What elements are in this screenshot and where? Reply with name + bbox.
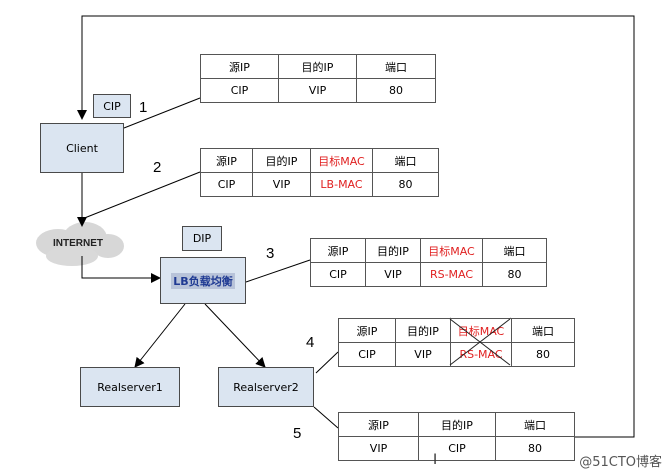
table-header-row: 源IP 目的IP 目标MAC 端口 xyxy=(310,238,547,263)
value-src-ip: CIP xyxy=(200,172,253,197)
step5-connector xyxy=(313,406,339,429)
header-dst-mac: 目标MAC xyxy=(310,148,373,173)
header-dst-ip: 目的IP xyxy=(252,148,311,173)
step-number-2: 2 xyxy=(153,159,162,176)
lb-to-rs2-arrow xyxy=(204,303,266,368)
header-src-ip: 源IP xyxy=(200,148,253,173)
packet-table-4: 源IP 目的IP 目标MAC 端口 CIP VIP RS-MAC 80 xyxy=(338,318,575,367)
internet-cloud-shape xyxy=(36,222,124,266)
header-port: 端口 xyxy=(482,238,547,263)
header-dst-ip: 目的IP xyxy=(395,318,451,343)
table-value-row: CIP VIP 80 xyxy=(200,78,436,103)
realserver2-label: Realserver2 xyxy=(233,380,299,394)
internet-label: INTERNET xyxy=(53,238,103,249)
header-dst-mac: 目标MAC xyxy=(420,238,483,263)
dip-box: DIP xyxy=(182,226,222,251)
value-dst-ip: CIP xyxy=(418,436,496,461)
value-dst-ip: VIP xyxy=(278,78,357,103)
value-port: 80 xyxy=(482,262,547,287)
table-header-row: 源IP 目的IP 端口 xyxy=(338,412,575,437)
text-cursor-icon: I xyxy=(433,452,438,468)
realserver1-node: Realserver1 xyxy=(80,367,180,407)
value-src-ip: CIP xyxy=(200,78,279,103)
value-dst-mac: RS-MAC xyxy=(420,262,483,287)
value-port: 80 xyxy=(511,342,575,367)
header-dst-ip: 目的IP xyxy=(418,412,496,437)
value-dst-mac: LB-MAC xyxy=(310,172,373,197)
packet-table-1: 源IP 目的IP 端口 CIP VIP 80 xyxy=(200,54,436,103)
value-dst-mac: RS-MAC xyxy=(450,342,512,367)
lb-node: LB负载均衡 xyxy=(160,257,246,304)
step3-connector xyxy=(245,259,311,283)
internet-to-lb-arrow xyxy=(81,256,161,283)
step-number-3: 3 xyxy=(266,245,275,262)
value-src-ip: CIP xyxy=(310,262,366,287)
packet-table-3: 源IP 目的IP 目标MAC 端口 CIP VIP RS-MAC 80 xyxy=(310,238,547,287)
value-dst-ip: VIP xyxy=(395,342,451,367)
header-port: 端口 xyxy=(356,54,436,79)
header-src-ip: 源IP xyxy=(338,318,396,343)
step4-connector xyxy=(315,351,339,374)
lb-label: LB负载均衡 xyxy=(171,272,235,289)
header-port: 端口 xyxy=(372,148,439,173)
step-number-4: 4 xyxy=(306,334,315,351)
table-value-row: CIP VIP RS-MAC 80 xyxy=(338,342,575,367)
header-src-ip: 源IP xyxy=(200,54,279,79)
step-number-1: 1 xyxy=(139,99,148,116)
table-value-row: VIP CIP 80 xyxy=(338,436,575,461)
table-value-row: CIP VIP RS-MAC 80 xyxy=(310,262,547,287)
watermark: @51CTO博客 xyxy=(579,455,662,470)
return-path-line xyxy=(77,15,635,438)
header-dst-ip: 目的IP xyxy=(365,238,421,263)
value-port: 80 xyxy=(356,78,436,103)
table-value-row: CIP VIP LB-MAC 80 xyxy=(200,172,439,197)
value-src-ip: VIP xyxy=(338,436,419,461)
client-label: Client xyxy=(66,141,98,155)
value-port: 80 xyxy=(495,436,575,461)
client-node: Client xyxy=(40,123,124,173)
step-number-5: 5 xyxy=(293,425,302,442)
header-dst-ip: 目的IP xyxy=(278,54,357,79)
header-src-ip: 源IP xyxy=(338,412,419,437)
table-header-row: 源IP 目的IP 目标MAC 端口 xyxy=(338,318,575,343)
lb-to-rs1-arrow xyxy=(134,303,186,368)
step2-connector xyxy=(81,171,201,220)
value-dst-ip: VIP xyxy=(365,262,421,287)
realserver1-label: Realserver1 xyxy=(97,380,163,394)
dip-label: DIP xyxy=(192,232,212,245)
header-src-ip: 源IP xyxy=(310,238,366,263)
value-src-ip: CIP xyxy=(338,342,396,367)
value-port: 80 xyxy=(372,172,439,197)
header-port: 端口 xyxy=(495,412,575,437)
step1-connector xyxy=(123,97,201,129)
packet-table-5: 源IP 目的IP 端口 VIP CIP 80 xyxy=(338,412,575,461)
value-dst-ip: VIP xyxy=(252,172,311,197)
header-port: 端口 xyxy=(511,318,575,343)
header-dst-mac: 目标MAC xyxy=(450,318,512,343)
realserver2-node: Realserver2 xyxy=(218,367,314,407)
table-header-row: 源IP 目的IP 端口 xyxy=(200,54,436,79)
cip-box: CIP xyxy=(93,94,131,118)
table-header-row: 源IP 目的IP 目标MAC 端口 xyxy=(200,148,439,173)
packet-table-2: 源IP 目的IP 目标MAC 端口 CIP VIP LB-MAC 80 xyxy=(200,148,439,197)
cip-label: CIP xyxy=(103,99,121,113)
